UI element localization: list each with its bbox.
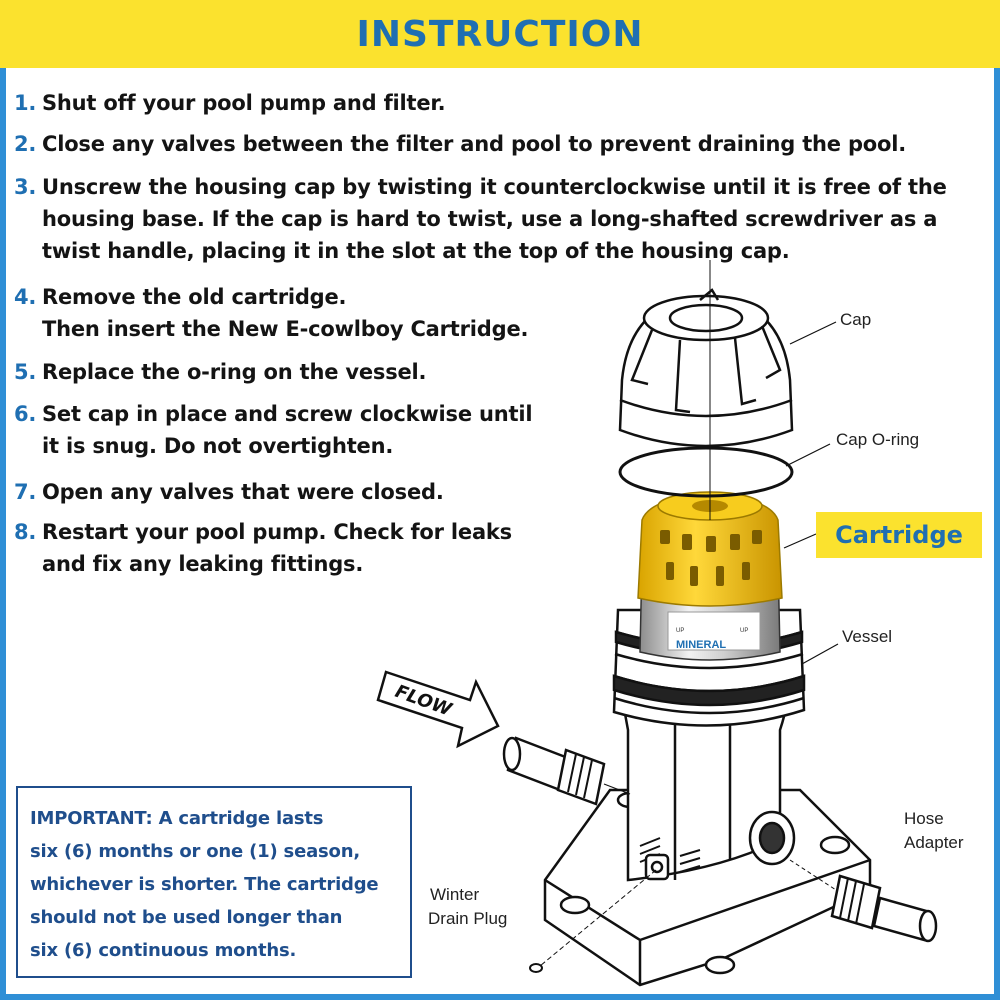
flow-arrow-icon: FLOW [376, 670, 500, 749]
step-8: 8. Restart your pool pump. Check for lea… [14, 516, 512, 580]
inlet-fitting [502, 736, 606, 806]
step-text: Shut off your pool pump and filter. [42, 91, 446, 115]
important-line: six (6) continuous months. [30, 940, 297, 961]
winter-label: Winter [430, 885, 479, 904]
step-5: 5. Replace the o-ring on the vessel. [14, 356, 427, 388]
step-text: Replace the o-ring on the vessel. [42, 360, 427, 384]
step-number: 4. [14, 285, 37, 309]
cartridge-leader [783, 533, 817, 549]
cap-label: Cap [840, 310, 871, 329]
step-text-line: Then insert the New E-cowlboy Cartridge. [42, 317, 529, 341]
header-banner: INSTRUCTION [0, 0, 1000, 68]
step-1: 1. Shut off your pool pump and filter. [14, 87, 446, 119]
mineral-label: MINERAL [676, 639, 726, 651]
step-text-line: Unscrew the housing cap by twisting it c… [42, 175, 947, 199]
step-number: 1. [14, 91, 37, 115]
step-text-line: housing base. If the cap is hard to twis… [42, 207, 938, 231]
cap-oring-leader [785, 443, 831, 467]
step-6: 6. Set cap in place and screw clockwise … [14, 398, 533, 462]
up-label-left: UP [676, 628, 684, 634]
step-text-line: Restart your pool pump. Check for leaks [42, 520, 512, 544]
step-number: 2. [14, 132, 37, 156]
important-line: IMPORTANT: A cartridge lasts [30, 808, 324, 829]
vessel-label: Vessel [842, 627, 892, 646]
step-text: Open any valves that were closed. [42, 480, 444, 504]
step-text-line: it is snug. Do not overtighten. [42, 434, 394, 458]
important-notice: IMPORTANT: A cartridge lasts six (6) mon… [16, 786, 412, 978]
cap-leader [789, 321, 837, 345]
step-text-line: twist handle, placing it in the slot at … [42, 239, 790, 263]
step-number: 3. [14, 175, 37, 199]
important-line: whichever is shorter. The cartridge [30, 874, 379, 895]
cartridge-callout: Cartridge [816, 512, 982, 558]
step-number: 8. [14, 520, 37, 544]
adapter-label: Adapter [904, 833, 964, 852]
page-title: INSTRUCTION [356, 13, 644, 55]
up-label-right: UP [740, 628, 748, 634]
drain-plug-icon [529, 963, 543, 973]
step-text-line: and fix any leaking fittings. [42, 552, 364, 576]
housing-cap [618, 288, 794, 448]
step-number: 7. [14, 480, 37, 504]
important-line: should not be used longer than [30, 907, 343, 928]
step-text-line: Remove the old cartridge. [42, 285, 347, 309]
vessel-leader [801, 643, 839, 665]
step-number: 5. [14, 360, 37, 384]
hose-label: Hose [904, 809, 944, 828]
step-text: Close any valves between the filter and … [42, 132, 907, 156]
drain-plug-label: Drain Plug [428, 909, 507, 928]
step-number: 6. [14, 402, 37, 426]
cap-o-ring [618, 446, 794, 498]
important-line: six (6) months or one (1) season, [30, 841, 360, 862]
step-text-line: Set cap in place and screw clockwise unt… [42, 402, 533, 426]
step-7: 7. Open any valves that were closed. [14, 476, 444, 508]
cap-oring-label: Cap O-ring [836, 430, 919, 449]
hose-adapter [830, 874, 938, 943]
step-2: 2. Close any valves between the filter a… [14, 128, 906, 160]
step-4: 4. Remove the old cartridge. Then insert… [14, 281, 528, 345]
step-3: 3. Unscrew the housing cap by twisting i… [14, 171, 947, 267]
cartridge-label: Cartridge [835, 521, 963, 549]
